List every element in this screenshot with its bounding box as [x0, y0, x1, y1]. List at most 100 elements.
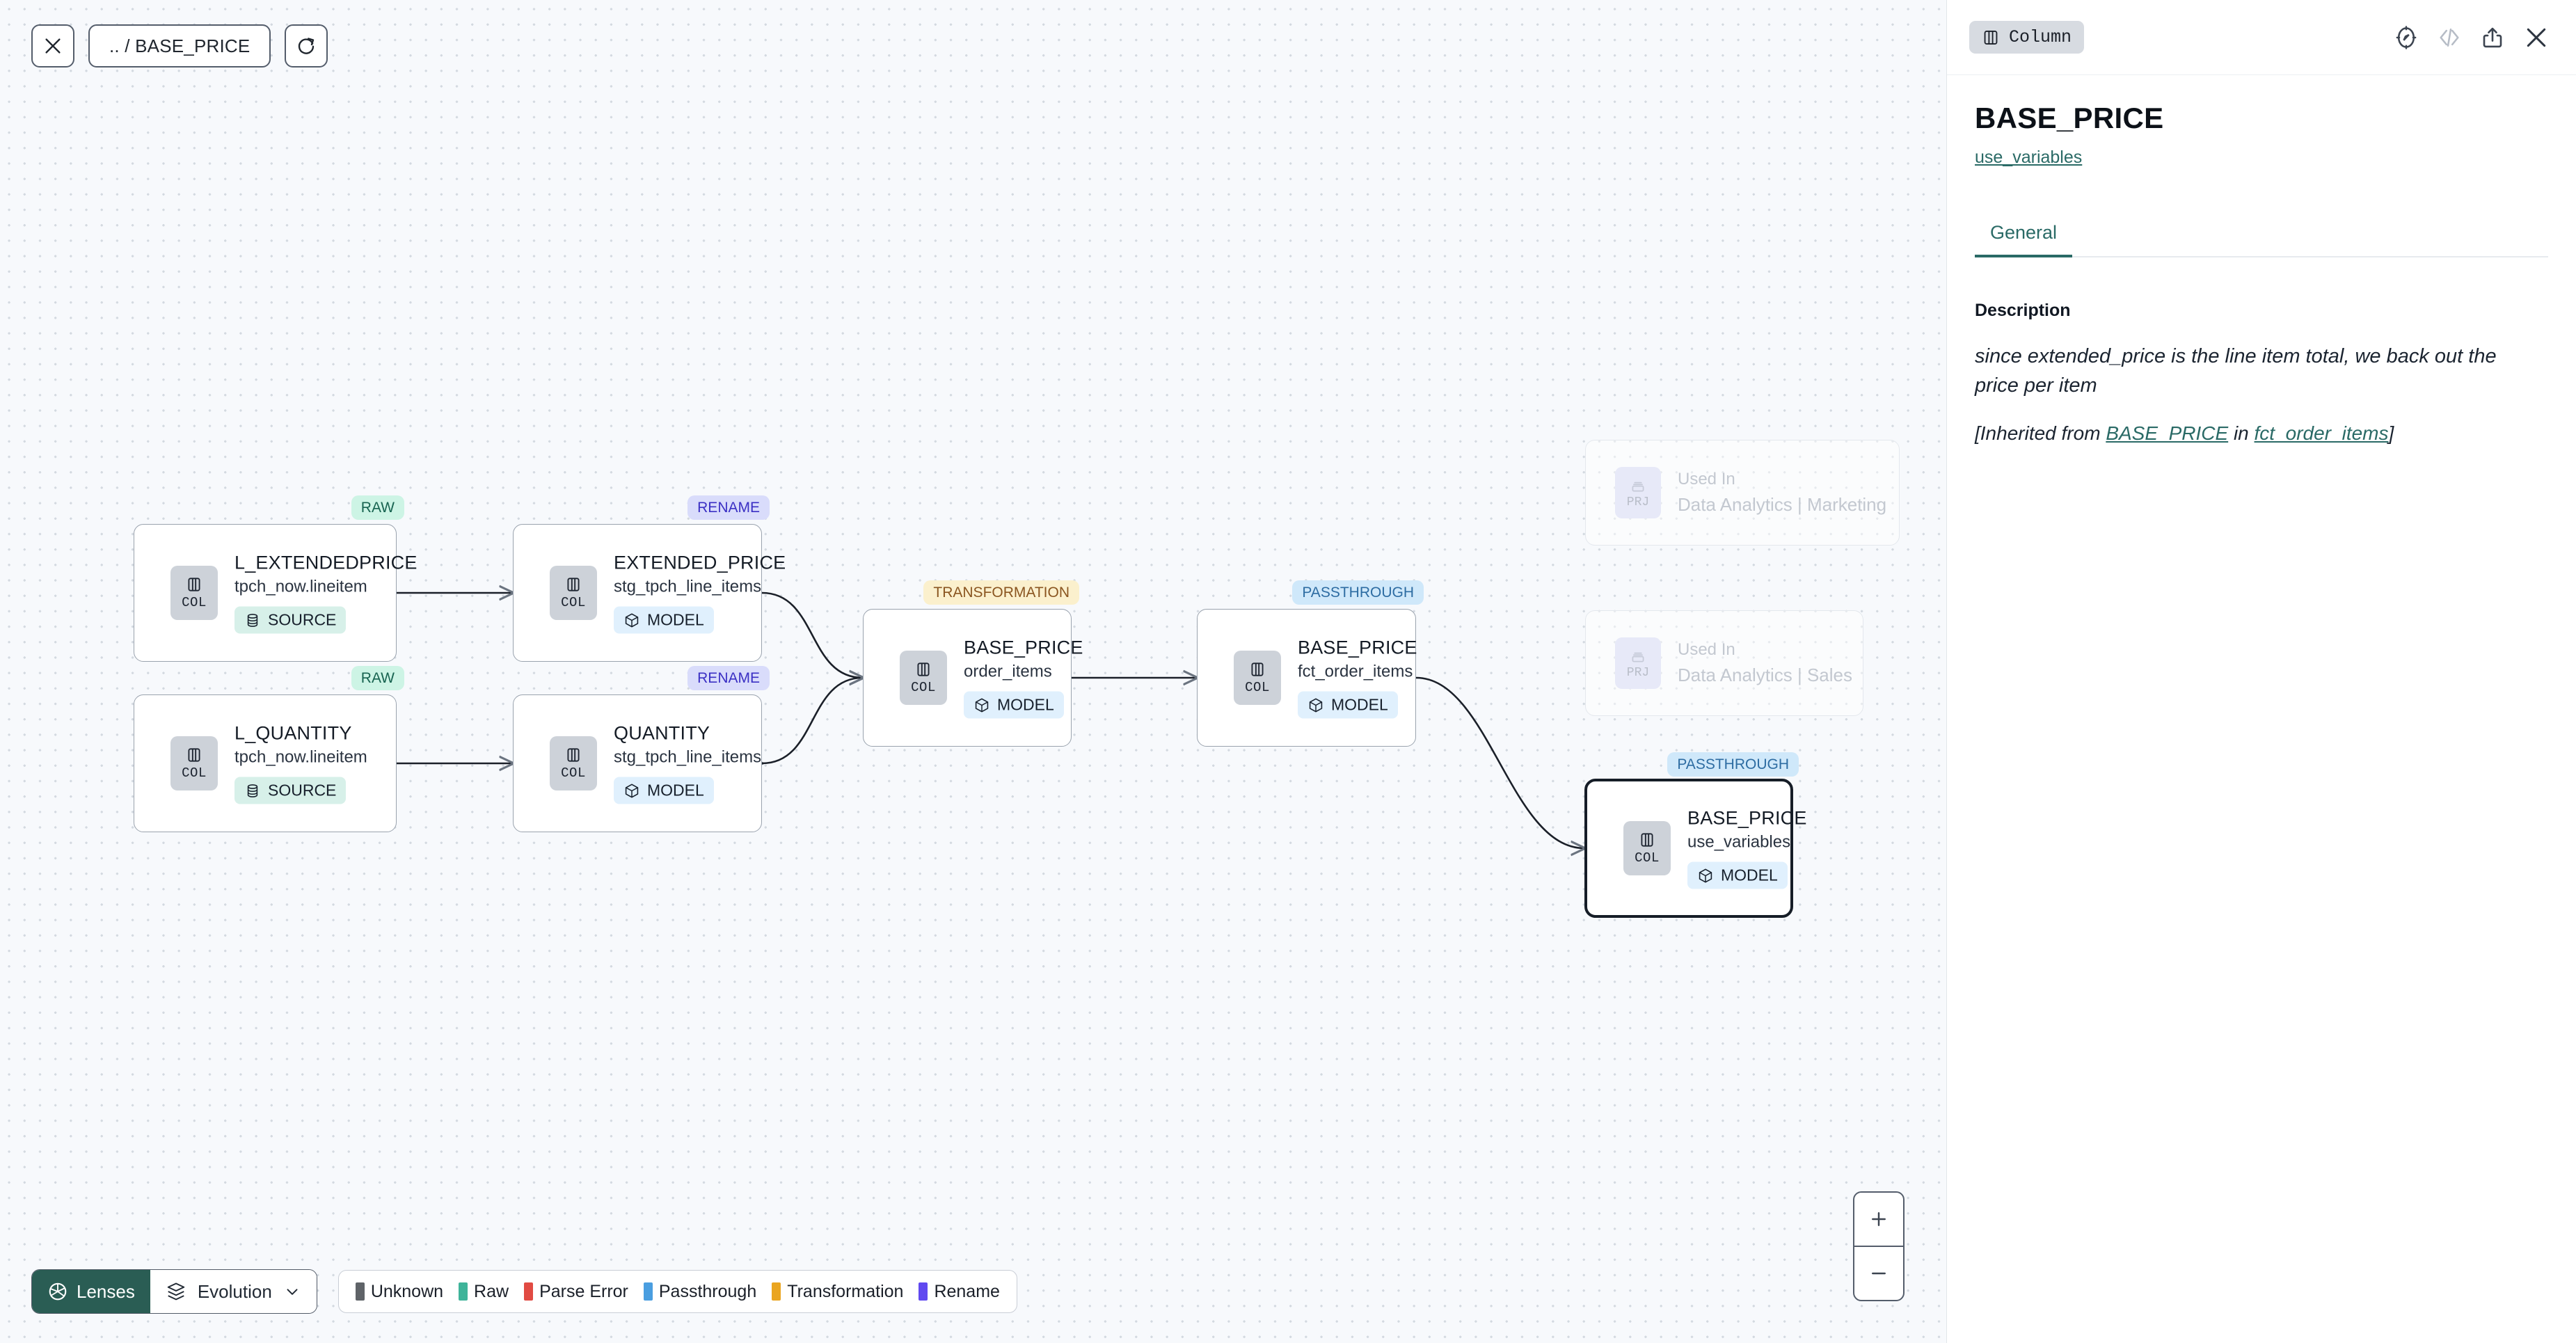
column-icon: [567, 578, 580, 591]
refresh-button[interactable]: [285, 24, 328, 67]
aperture-icon: [49, 1282, 67, 1301]
node-chip-model: MODEL: [614, 606, 714, 634]
legend-swatch: [355, 1282, 365, 1301]
model-link[interactable]: use_variables: [1975, 148, 2083, 167]
node-title: BASE_PRICE: [1687, 807, 1807, 829]
legend-swatch: [772, 1282, 781, 1301]
zoom-in-button[interactable]: [1854, 1193, 1903, 1247]
node-badge-rename: RENAME: [687, 495, 770, 520]
node-type-tile: COL: [550, 736, 597, 790]
close-button[interactable]: [31, 24, 74, 67]
lenses-group: Lenses Evolution: [31, 1269, 317, 1314]
compass-icon[interactable]: [2394, 25, 2419, 50]
legend-label: Rename: [934, 1281, 1000, 1301]
chevron-down-icon: [287, 1289, 298, 1295]
node-chip-label: MODEL: [997, 695, 1054, 714]
zoom-out-button[interactable]: [1854, 1247, 1903, 1300]
node-type-tile: COL: [170, 736, 218, 790]
details-panel: Column BASE_: [1946, 0, 2576, 1343]
cube-icon: [975, 698, 989, 712]
breadcrumb[interactable]: .. / BASE_PRICE: [88, 24, 271, 67]
legend-item-rename[interactable]: Rename: [919, 1282, 1000, 1302]
node-type-tile: COL: [900, 651, 947, 705]
legend-swatch: [919, 1282, 928, 1301]
project-type-tile: PRJ: [1615, 467, 1661, 518]
project-name: Data Analytics | Marketing: [1678, 494, 1887, 515]
share-icon[interactable]: [2480, 25, 2505, 50]
details-panel-body: BASE_PRICE use_variables General Descrip…: [1947, 75, 2576, 445]
inherited-middle: in: [2228, 422, 2255, 445]
node-badge-transformation: TRANSFORMATION: [923, 580, 1079, 605]
project-icon: [1632, 482, 1644, 491]
legend-swatch: [524, 1282, 534, 1301]
node-subtitle: use_variables: [1687, 832, 1791, 852]
column-icon: [1251, 662, 1264, 676]
cube-icon: [1699, 868, 1712, 882]
database-icon: [247, 613, 258, 627]
refresh-icon: [299, 38, 315, 54]
code-brackets-icon[interactable]: [2437, 25, 2462, 50]
node-chip-label: MODEL: [647, 610, 704, 629]
column-icon: [1984, 30, 1998, 45]
lenses-button[interactable]: Lenses: [32, 1270, 150, 1313]
node-chip-label: SOURCE: [268, 610, 337, 629]
node-badge-passthrough: PASSTHROUGH: [1292, 580, 1424, 605]
lineage-node-extended_price[interactable]: RENAME COL EXTENDED_PRICE stg_tpch_line_ite…: [513, 495, 786, 662]
node-type-label: COL: [561, 595, 586, 610]
node-type-tile: COL: [1623, 821, 1671, 875]
node-chip-source: SOURCE: [234, 606, 347, 634]
tab-general[interactable]: General: [1975, 222, 2073, 257]
node-title: L_EXTENDEDPRICE: [234, 552, 418, 573]
project-name: Data Analytics | Sales: [1678, 665, 1852, 685]
column-icon: [1641, 833, 1653, 847]
inherited-model-link[interactable]: fct_order_items: [2254, 422, 2389, 445]
node-badge-raw: RAW: [351, 495, 404, 520]
evolution-dropdown[interactable]: Evolution: [150, 1270, 317, 1313]
legend-item-unknown[interactable]: Unknown: [355, 1282, 443, 1302]
lenses-label: Lenses: [77, 1280, 135, 1302]
close-icon[interactable]: [2523, 24, 2550, 51]
node-type-label: COL: [182, 595, 207, 610]
legend-item-parse-error[interactable]: Parse Error: [524, 1282, 628, 1302]
inherited-from-note: [Inherited from BASE_PRICE in fct_order_…: [1975, 422, 2548, 445]
node-badge-raw: RAW: [351, 666, 404, 690]
panel-header-actions: [2394, 24, 2550, 51]
inherited-column-link[interactable]: BASE_PRICE: [2106, 422, 2229, 445]
legend-item-transformation[interactable]: Transformation: [772, 1282, 903, 1302]
layers-icon: [167, 1282, 185, 1301]
project-type-tile: PRJ: [1615, 637, 1661, 689]
node-type-tile: COL: [550, 566, 597, 620]
node-title: EXTENDED_PRICE: [614, 552, 786, 573]
project-type-label: PRJ: [1626, 665, 1650, 680]
node-chip-label: MODEL: [647, 781, 704, 800]
column-icon: [188, 748, 200, 762]
minus-icon: [1872, 1272, 1886, 1275]
node-type-label: COL: [911, 680, 936, 695]
node-type-tile: COL: [170, 566, 218, 620]
legend-item-passthrough[interactable]: Passthrough: [643, 1282, 756, 1302]
node-type-label: COL: [561, 765, 586, 781]
lineage-legend: Unknown Raw Parse Error Passthrough Transfor…: [337, 1270, 1017, 1313]
node-type-tile: COL: [1234, 651, 1281, 705]
node-subtitle: stg_tpch_line_items: [614, 577, 762, 596]
description-heading: Description: [1975, 301, 2071, 320]
database-icon: [247, 784, 258, 797]
cube-icon: [625, 613, 639, 627]
legend-item-raw[interactable]: Raw: [459, 1282, 509, 1302]
